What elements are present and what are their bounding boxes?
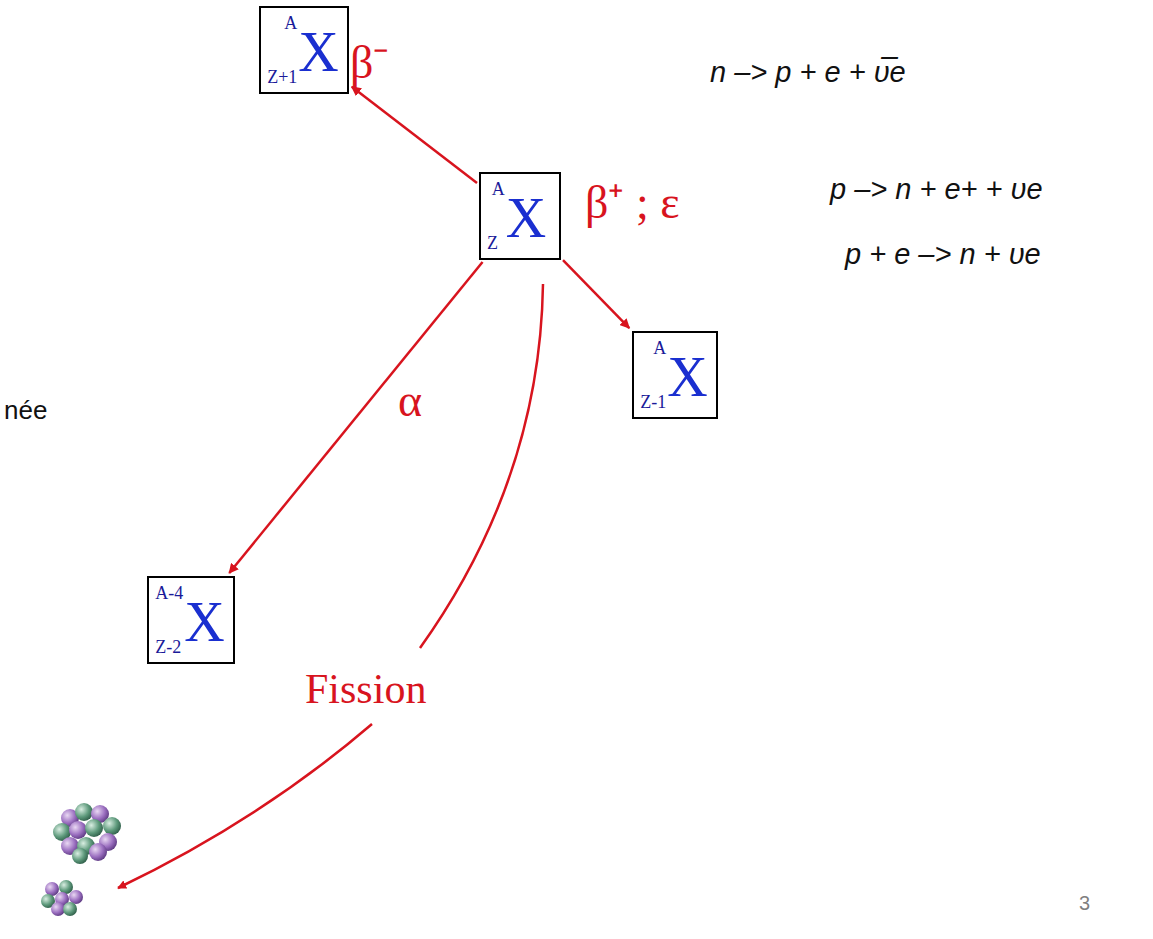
atomic-number: Z-2 xyxy=(155,638,183,656)
fission-arc xyxy=(420,284,543,648)
process-label: Fission xyxy=(305,668,426,710)
decay-arrow xyxy=(352,87,477,183)
decay-equation: n –> p + e + υ̅e xyxy=(710,58,906,87)
decay-type: β⁻ xyxy=(350,40,389,86)
nucleus-large xyxy=(53,803,121,864)
decay-arrow xyxy=(563,260,629,328)
nucleus-small xyxy=(41,880,83,916)
decay-equation: p + e –> n + υe xyxy=(845,240,1041,269)
element-symbol: X xyxy=(505,180,551,246)
decay-type: β⁺ ; ε xyxy=(585,180,680,226)
fission-arc xyxy=(118,724,372,888)
decay-type: α xyxy=(398,378,422,424)
nuclide-box: AXZ+1 xyxy=(259,6,349,94)
mass-number: A xyxy=(640,339,666,357)
nuclide-box: A-4XZ-2 xyxy=(147,576,234,664)
page-number: 3 xyxy=(1079,893,1090,913)
decay-equation: p –> n + e+ + υe xyxy=(830,175,1043,204)
atomic-number: Z-1 xyxy=(640,393,666,411)
atomic-number: Z+1 xyxy=(267,68,297,86)
mass-number: A-4 xyxy=(155,584,183,602)
element-symbol: X xyxy=(183,584,224,650)
element-symbol: X xyxy=(297,14,338,80)
nuclide-box: AXZ-1 xyxy=(632,331,717,419)
mass-number: A xyxy=(487,180,505,198)
mass-number: A xyxy=(267,14,297,32)
decay-arrow xyxy=(229,262,482,573)
nuclide-box: AXZ xyxy=(479,172,561,260)
cut-text: née xyxy=(4,397,47,423)
element-symbol: X xyxy=(666,339,707,405)
atomic-number: Z xyxy=(487,234,505,252)
